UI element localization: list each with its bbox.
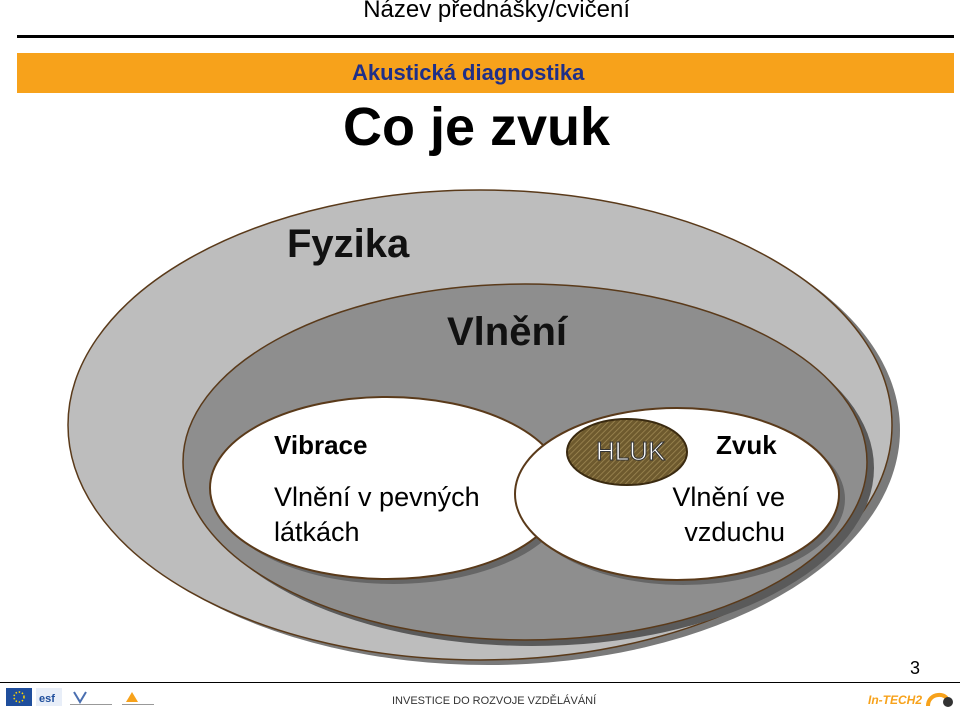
zvuk-description-line1: Vlnění ve: [672, 482, 785, 512]
zvuk-description-line2: vzduchu: [684, 517, 785, 547]
page-number: 3: [910, 658, 921, 678]
course-title: Název přednášky/cvičení: [363, 0, 630, 23]
slide-title: Co je zvuk: [343, 97, 611, 157]
label-vlneni: Vlnění: [447, 310, 568, 354]
vibrace-description-line2: látkách: [274, 517, 360, 547]
zvuk-description: Vlnění ve vzduchu: [640, 480, 785, 550]
msmt-logo: [70, 691, 112, 705]
eu-flag-logo: [6, 688, 32, 706]
footer-text: INVESTICE DO ROZVOJE VZDĚLÁVÁNÍ: [392, 695, 597, 707]
esf-logo: esf: [36, 688, 62, 706]
subject-title: Akustická diagnostika: [352, 60, 585, 85]
footer-divider: [0, 682, 960, 683]
label-zvuk: Zvuk: [716, 430, 777, 460]
label-hluk: HLUK: [595, 436, 666, 467]
svg-text:In-TECH2: In-TECH2: [868, 693, 922, 707]
vibrace-description-line1: Vlnění v pevných: [274, 482, 480, 512]
label-vibrace: Vibrace: [274, 430, 368, 460]
label-fyzika: Fyzika: [287, 222, 410, 266]
svg-text:esf: esf: [39, 693, 55, 705]
in-tech2-logo: In-TECH2: [868, 693, 953, 707]
vibrace-description: Vlnění v pevných látkách: [274, 480, 480, 550]
hluk-ellipse: [566, 418, 688, 486]
header-divider: [17, 35, 954, 38]
subject-banner: Akustická diagnostika: [17, 53, 954, 93]
op-logo: [122, 692, 154, 705]
